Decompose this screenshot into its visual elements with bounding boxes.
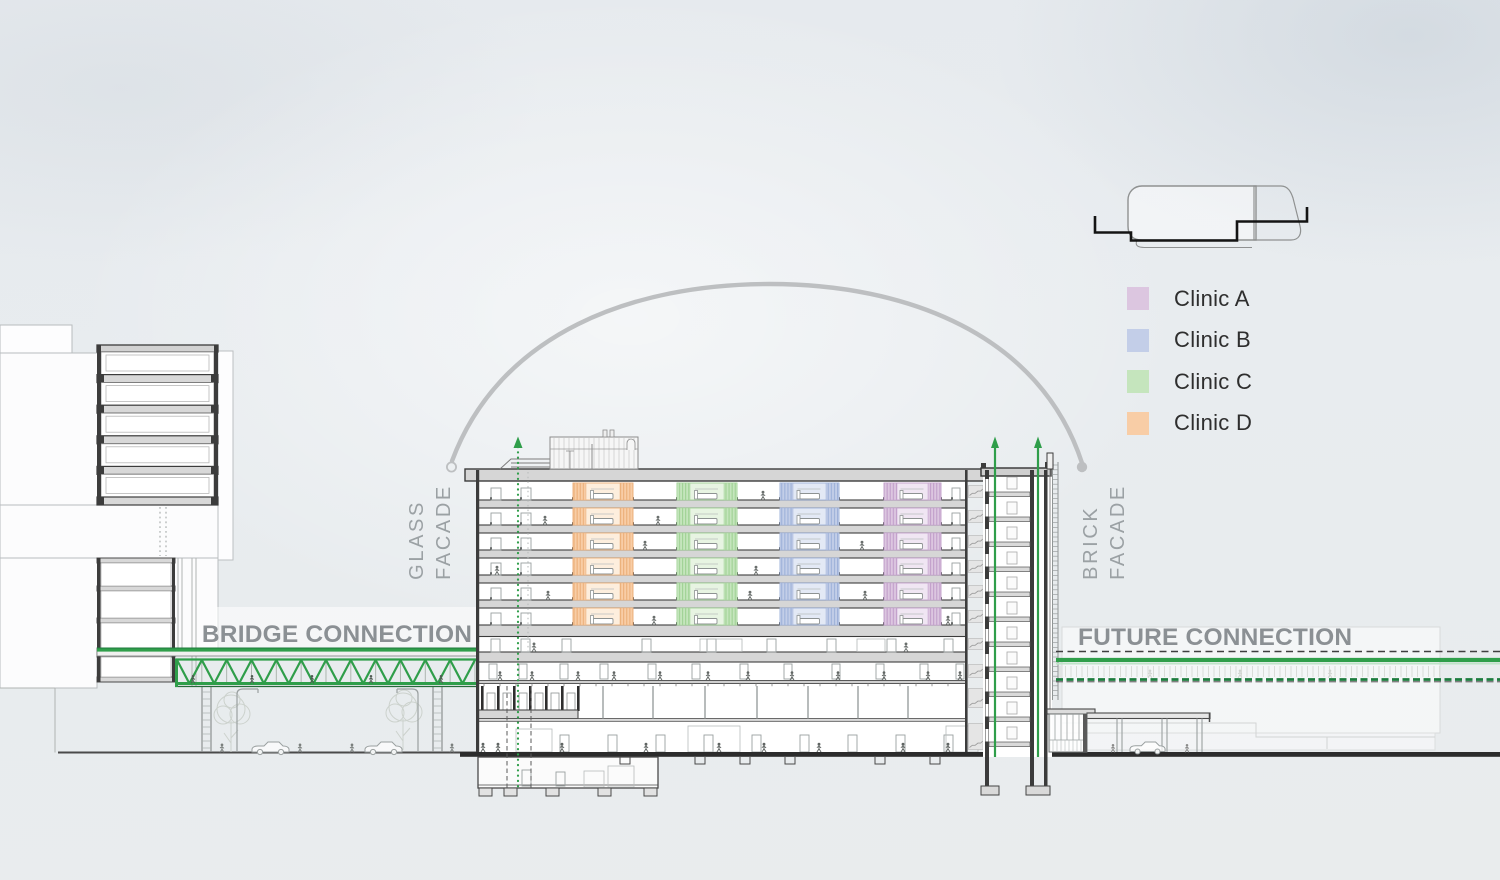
brick-facade-label: BRICK FACADE — [1078, 484, 1132, 580]
clinic-b-label: Clinic B — [1174, 327, 1251, 352]
legend-item-clinic-b: Clinic B — [1127, 327, 1252, 352]
glass-facade-label: GLASS FACADE — [404, 484, 458, 580]
annotations — [445, 281, 1088, 793]
clinic-a-label: Clinic A — [1174, 285, 1250, 311]
future-connection-zone — [1046, 650, 1500, 755]
clinic-d-swatch — [1127, 411, 1149, 435]
brick-facade-line1: BRICK — [1080, 505, 1102, 580]
clinic-c-label: Clinic C — [1174, 368, 1253, 394]
legend-item-clinic-c: Clinic C — [1127, 368, 1253, 394]
future-connection-label: FUTURE CONNECTION — [1078, 624, 1353, 651]
left-building — [96, 344, 219, 686]
clinic-legend: Clinic A Clinic B Clinic C Clinic D — [1127, 285, 1253, 453]
stair-core-tower — [980, 452, 1059, 796]
key-plan-icon — [1093, 185, 1309, 248]
legend-item-clinic-a: Clinic A — [1127, 285, 1252, 311]
main-hospital-building — [460, 429, 1500, 797]
glass-facade-line1: GLASS — [406, 500, 428, 580]
clinic-d-label: Clinic D — [1174, 410, 1253, 435]
clinic-b-swatch — [1127, 328, 1149, 352]
glass-facade-line2: FACADE — [433, 484, 455, 580]
clinic-a-swatch — [1127, 287, 1149, 310]
legend-item-clinic-d: Clinic D — [1127, 410, 1253, 435]
street-scene — [0, 686, 477, 756]
clinic-c-swatch — [1127, 370, 1149, 393]
bridge-connection-label: BRIDGE CONNECTION — [201, 621, 473, 648]
brick-facade-line2: FACADE — [1107, 484, 1129, 580]
bridge-truss — [96, 647, 479, 688]
